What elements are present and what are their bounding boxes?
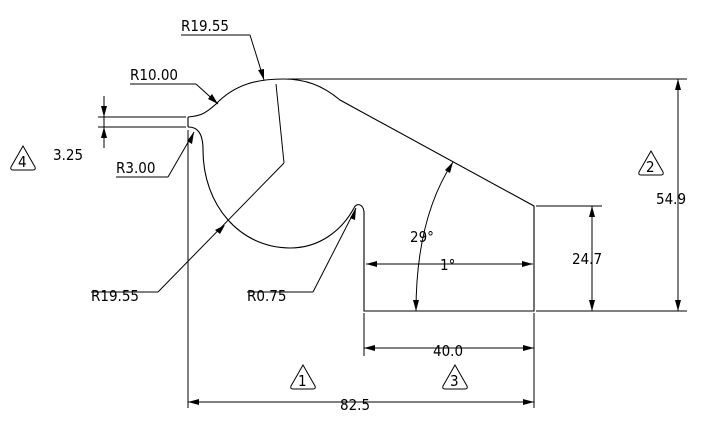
dim-top-offset: 3.25 (53, 96, 186, 164)
inner-hook-profile (187, 126, 365, 249)
callout-r-hook: R19.55 (91, 83, 285, 305)
dim-overall-height: 54.9 (288, 78, 687, 312)
marker-3-label: 3 (450, 372, 459, 390)
marker-triangle-2: 2 (638, 149, 664, 176)
marker-2-label: 2 (646, 158, 655, 176)
dim-lower-height: 24.7 (536, 205, 602, 311)
overall-width-label: 82.5 (340, 396, 370, 414)
dim-angle-large: 29° (410, 161, 454, 312)
marker-triangle-4: 4 (10, 144, 36, 171)
overall-height-label: 54.9 (656, 190, 686, 208)
marker-4-label: 4 (18, 153, 27, 171)
part-outline (187, 78, 535, 312)
dim-angle-small: 1° (366, 256, 533, 274)
lower-width-label: 40.0 (433, 342, 463, 360)
callout-r-tip: R0.75 (247, 207, 357, 305)
callout-r-inner-corner: R3.00 (116, 131, 195, 178)
r-inner-corner-label: R3.00 (116, 159, 155, 177)
marker-triangle-1: 1 (290, 363, 316, 390)
angle-small-label: 1° (440, 256, 455, 274)
lower-height-label: 24.7 (572, 250, 602, 268)
callout-r-shoulder: R10.00 (130, 66, 219, 105)
callout-r-top: R19.55 (181, 17, 265, 81)
r-top-label: R19.55 (181, 17, 229, 35)
dim-lower-width: 40.0 (363, 313, 534, 360)
dim-overall-width: 82.5 (187, 130, 535, 414)
r-shoulder-label: R10.00 (130, 66, 178, 84)
top-offset-label: 3.25 (53, 146, 83, 164)
r-tip-label: R0.75 (247, 287, 286, 305)
marker-1-label: 1 (298, 372, 307, 390)
r-hook-label: R19.55 (91, 287, 139, 305)
marker-triangle-3: 3 (442, 363, 468, 390)
outer-profile (187, 78, 535, 312)
angle-large-label: 29° (410, 228, 434, 246)
